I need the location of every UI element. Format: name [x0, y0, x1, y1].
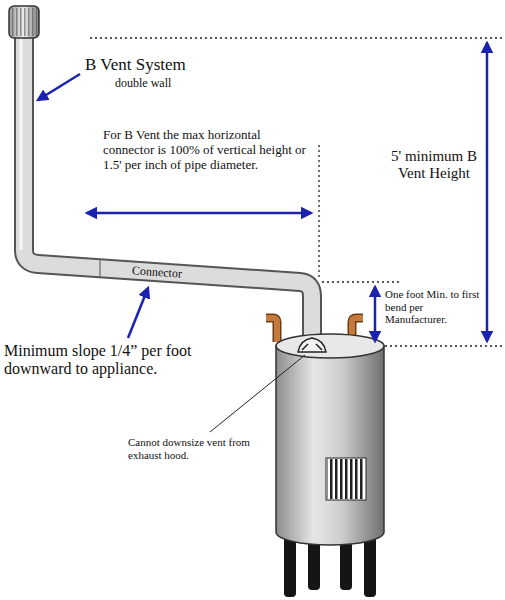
leader-arrow — [128, 288, 148, 338]
burner-grille — [327, 459, 365, 499]
draft-hood — [298, 338, 326, 352]
burner-access — [326, 458, 366, 500]
draft-hood-legs — [302, 344, 322, 350]
note: Minimum slope 1/4” per foot downward to … — [4, 342, 219, 379]
guide-line — [90, 37, 503, 38]
vent-cap — [9, 6, 39, 38]
leader-line — [210, 355, 305, 432]
guide-line — [385, 345, 503, 346]
pipe-joint — [99, 259, 100, 277]
part-name: Connector — [132, 264, 183, 279]
water-pipe — [266, 318, 277, 342]
note: One foot Min. to first bend per Manufact… — [385, 288, 481, 326]
vent-pipe-outline — [24, 38, 312, 346]
height-arrow — [486, 43, 489, 341]
water-heater-tank — [276, 346, 384, 545]
guide-line — [318, 145, 319, 278]
pipe-highlight — [20, 38, 23, 250]
part-name: B Vent System — [85, 55, 255, 75]
dimension: 5' minimum B Vent Height — [386, 148, 482, 183]
tank-top — [276, 334, 384, 358]
note: Cannot downsize vent from exhaust hood. — [128, 436, 258, 461]
guide-line — [322, 281, 400, 282]
note: For B Vent the max horizontal connector … — [103, 128, 308, 173]
cap-ribs — [11, 8, 37, 36]
dimension-arrows — [38, 43, 487, 341]
part-note: double wall — [115, 77, 235, 91]
bend-arrow — [374, 287, 377, 341]
water-pipe-outline — [266, 318, 277, 342]
length-arrow — [87, 212, 311, 215]
leader-arrow — [38, 74, 80, 100]
guide-lines — [90, 38, 503, 346]
vent-pipe — [24, 38, 312, 346]
